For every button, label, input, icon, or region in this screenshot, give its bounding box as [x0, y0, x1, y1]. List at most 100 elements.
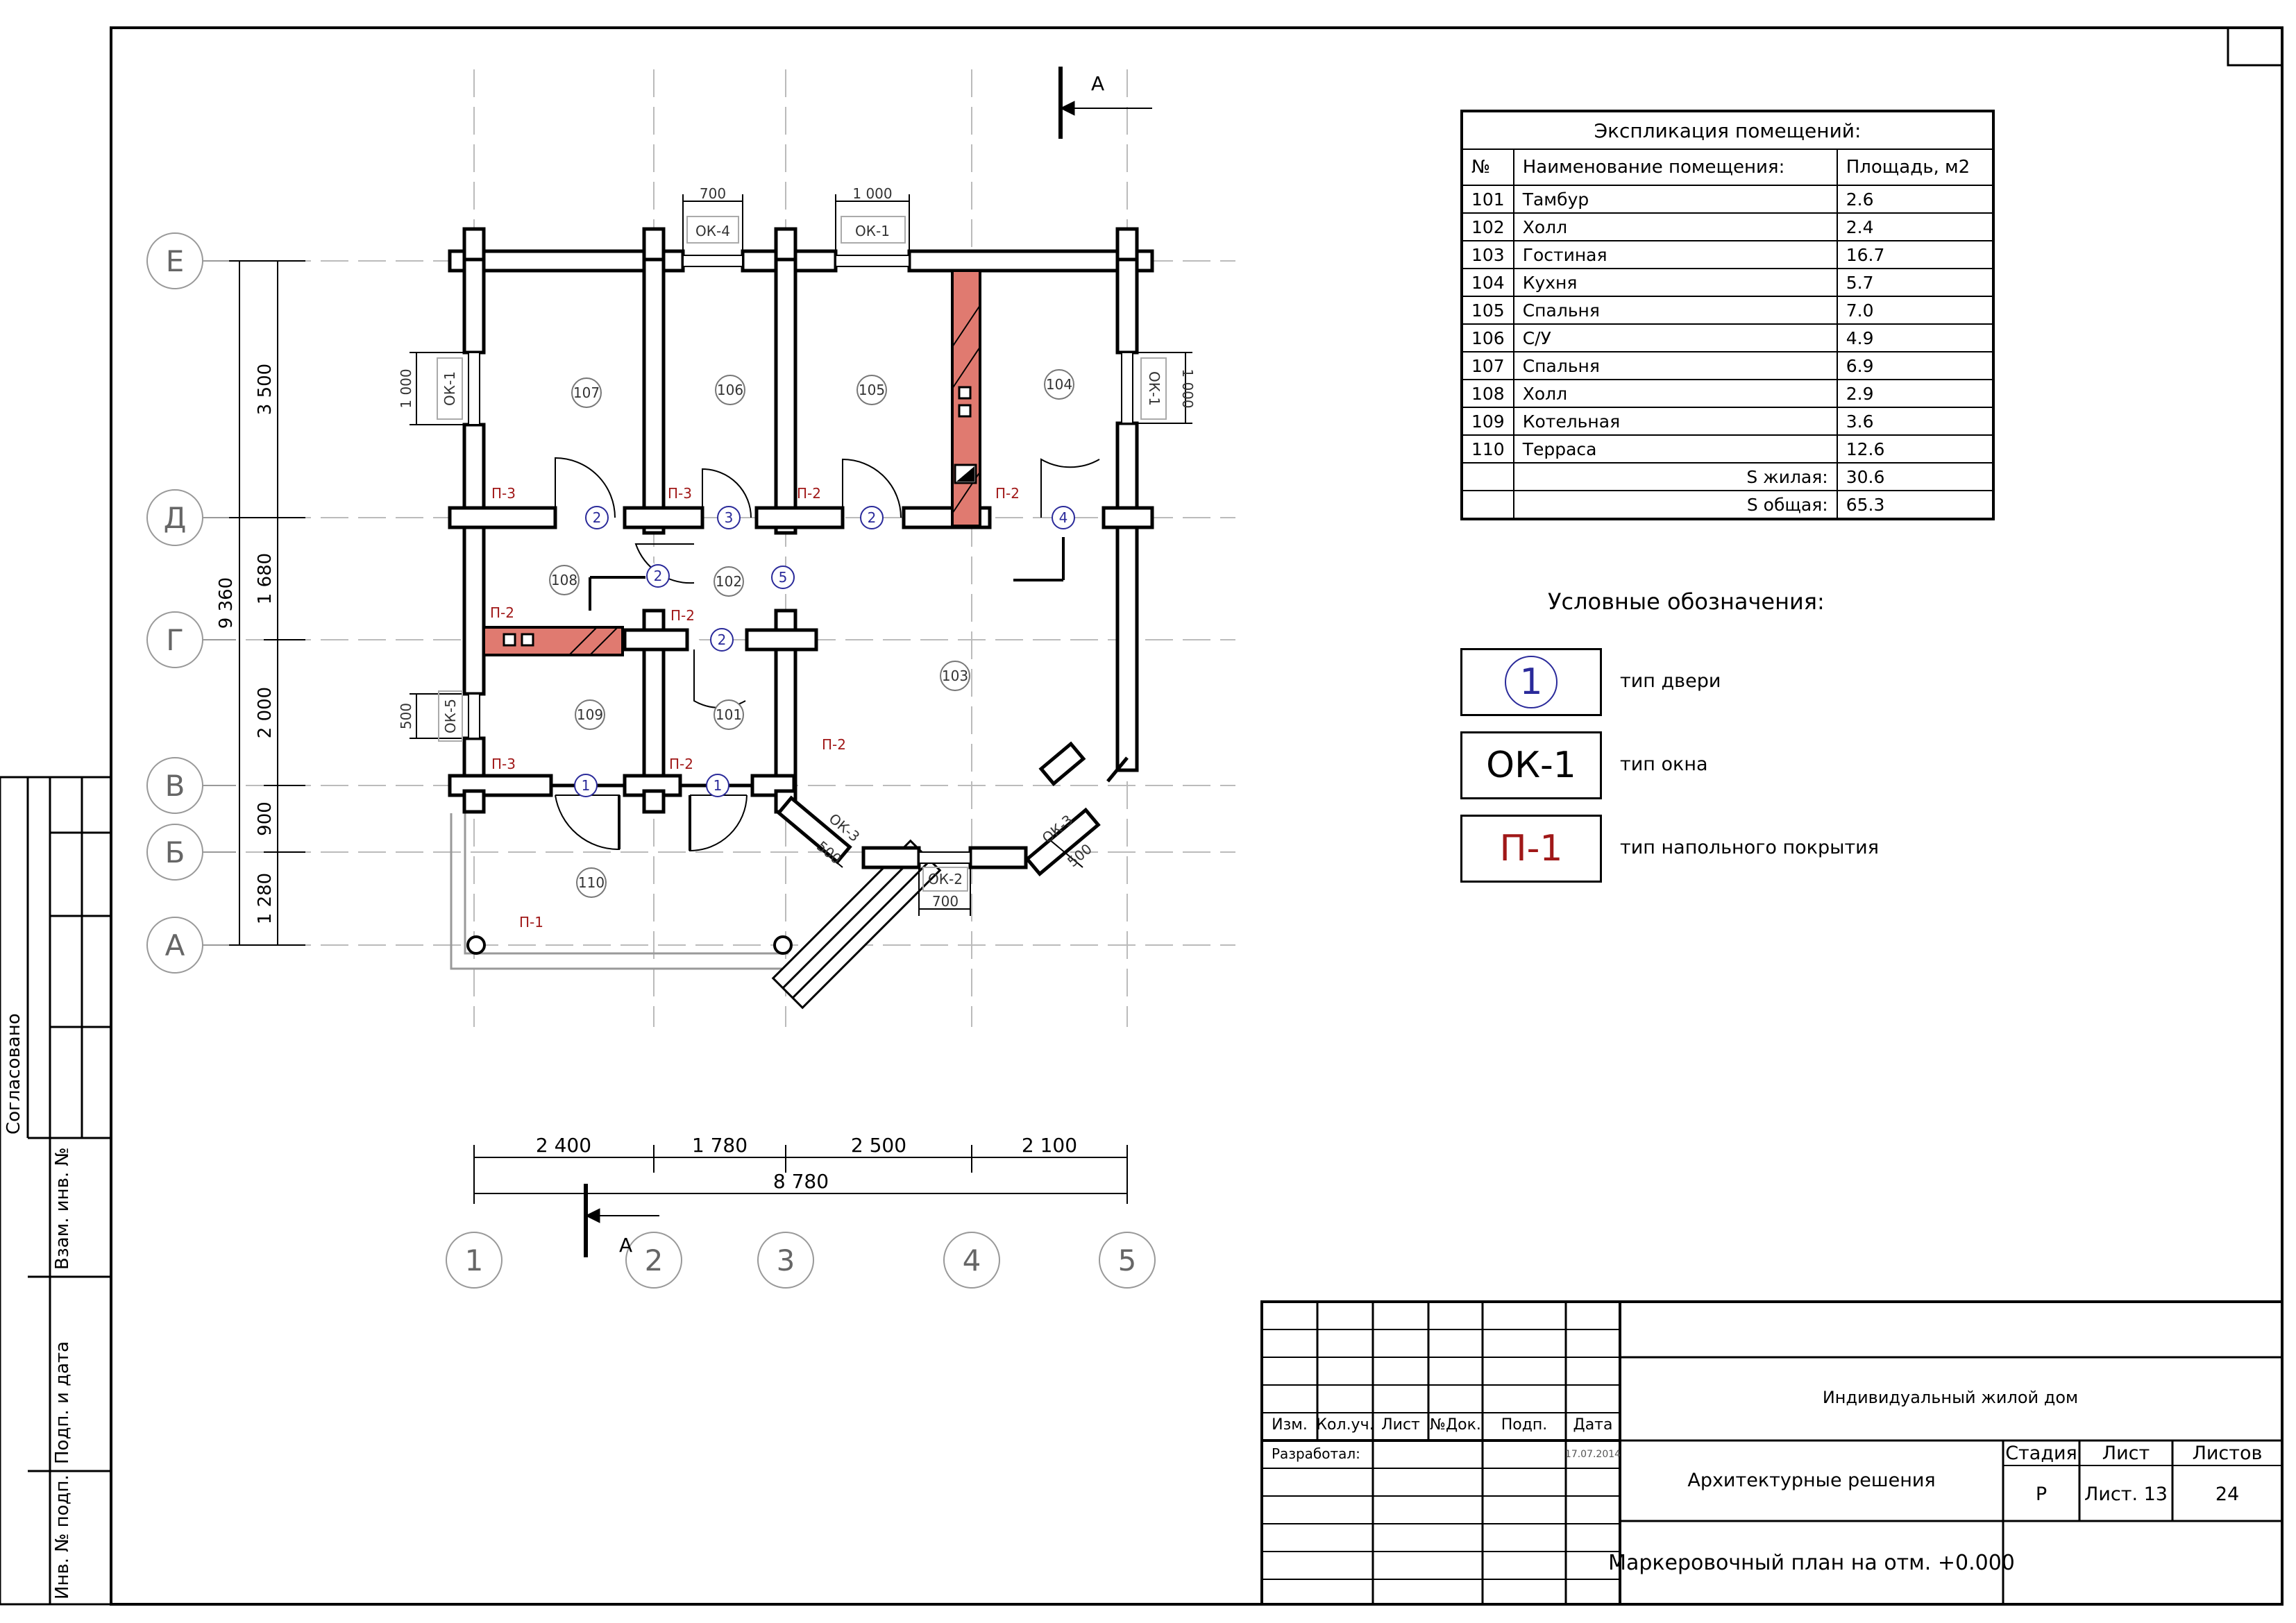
side-stamp-inv-no: Инв. № подп.	[52, 1475, 73, 1599]
room-number: 107	[573, 384, 600, 401]
floor-type: П-2	[669, 756, 693, 772]
window-dim: 700	[932, 893, 959, 910]
door-type-markers	[574, 506, 1075, 797]
legend-floor-symbol: П-1	[1460, 815, 1602, 883]
flue-icon	[958, 404, 972, 418]
side-stamp	[0, 776, 112, 1606]
stamp-date: 17.07.2014	[1565, 1449, 1621, 1460]
stamp-developed-label: Разработал:	[1272, 1445, 1360, 1462]
vertical-dim: 2 000	[255, 687, 276, 738]
section-label-top: А	[1091, 72, 1104, 95]
floor-type: П-2	[822, 736, 846, 753]
floor-type: П-2	[995, 485, 1020, 502]
room-tags	[549, 369, 1074, 898]
stamp-col-header: Изм.	[1272, 1416, 1308, 1434]
vertical-dim: 900	[255, 801, 276, 836]
vertical-dim: 3 500	[255, 364, 276, 415]
floor-type: П-2	[797, 485, 821, 502]
window-dim: 1 000	[1179, 368, 1196, 408]
window-openings	[468, 255, 1133, 864]
stamp-sheets: 24	[2215, 1484, 2239, 1505]
stamp-stage-label: Стадия	[2005, 1443, 2077, 1464]
col-axis-label: 4	[963, 1243, 981, 1277]
floor-type: П-3	[668, 485, 692, 502]
col-axis-label: 5	[1118, 1243, 1137, 1277]
axis-grid	[208, 69, 1235, 1027]
col-axis-label: 1	[465, 1243, 484, 1277]
vertical-dimension-chain	[229, 260, 305, 946]
door-type: 5	[779, 569, 788, 586]
row-axis-label: Б	[165, 835, 185, 869]
side-stamp-replace: Взам. инв. №	[52, 1147, 73, 1270]
room-number: 101	[716, 706, 742, 723]
window-dim: 500	[398, 703, 414, 729]
living-area-row: S жилая:30.6	[1461, 462, 1995, 491]
window-dim-lines	[410, 194, 1192, 916]
horizontal-dim: 2 500	[851, 1134, 906, 1157]
legend-window-label: тип окна	[1620, 754, 1708, 775]
row-axis-bubbles	[146, 232, 203, 974]
row-axis-label: Е	[166, 244, 185, 278]
total-area-row: S общая:65.3	[1461, 490, 1995, 520]
window-tag: ОК-5	[442, 699, 459, 733]
window-tag: ОК-1	[1146, 371, 1163, 406]
legend-title: Условные обозначения:	[1548, 588, 1825, 615]
room-number: 110	[578, 874, 605, 891]
window-tag: ОК-1	[855, 223, 890, 239]
horizontal-dimension-chain	[473, 1145, 1128, 1204]
row-axis-label: Д	[164, 501, 187, 535]
corner-box	[2227, 26, 2284, 67]
legend-floor-label: тип напольного покрытия	[1620, 837, 1879, 858]
stamp-col-header: Подп.	[1501, 1416, 1548, 1434]
room-number: 103	[942, 668, 968, 684]
horizontal-total-dim: 8 780	[773, 1170, 829, 1193]
window-dim: 1 000	[398, 368, 414, 408]
door-type: 2	[593, 509, 602, 526]
stamp-sheet: Лист. 13	[2084, 1484, 2168, 1505]
stamp-col-header: Лист	[1381, 1416, 1420, 1434]
stamp-sheets-label: Листов	[2193, 1443, 2263, 1464]
flue-icon	[958, 386, 972, 400]
door-type: 1	[582, 777, 591, 794]
terrace-post	[466, 935, 486, 955]
chimney	[482, 269, 981, 656]
floor-type: П-2	[670, 607, 695, 624]
window-tag: ОК-1	[441, 371, 458, 406]
vertical-dim: 1 280	[255, 873, 276, 924]
stamp-stage: Р	[2036, 1484, 2047, 1505]
horizontal-dim: 2 400	[536, 1134, 591, 1157]
chimney-hatch	[568, 305, 981, 656]
row-axis-label: В	[165, 769, 185, 803]
terrace-outline	[450, 813, 788, 970]
stamp-project: Индивидуальный жилой дом	[1823, 1388, 2078, 1407]
room-number: 104	[1046, 376, 1072, 393]
room-number: 108	[551, 572, 577, 588]
room-number: 106	[717, 382, 743, 398]
door-type: 2	[868, 509, 877, 526]
section-label-bottom: А	[619, 1234, 632, 1257]
row-axis-label: А	[165, 928, 185, 962]
stamp-col-header: Кол.уч.	[1316, 1416, 1374, 1434]
flue-icon	[521, 633, 534, 647]
room-number: 102	[716, 573, 742, 590]
door-type: 3	[725, 509, 734, 526]
horizontal-dim: 1 780	[692, 1134, 748, 1157]
section-mark-top	[1058, 67, 1152, 139]
explication-header: №	[1461, 148, 1514, 186]
col-axis-label: 2	[645, 1243, 664, 1277]
flue-icon	[503, 633, 516, 647]
stamp-sheet-title: Маркеровочный план на отм. +0.000	[1608, 1551, 2015, 1575]
door-type: 4	[1059, 509, 1068, 526]
room-explication-table: Экспликация помещений: № Наименование по…	[1460, 110, 1995, 520]
room-number: 105	[859, 382, 885, 398]
door-type: 2	[654, 568, 663, 584]
